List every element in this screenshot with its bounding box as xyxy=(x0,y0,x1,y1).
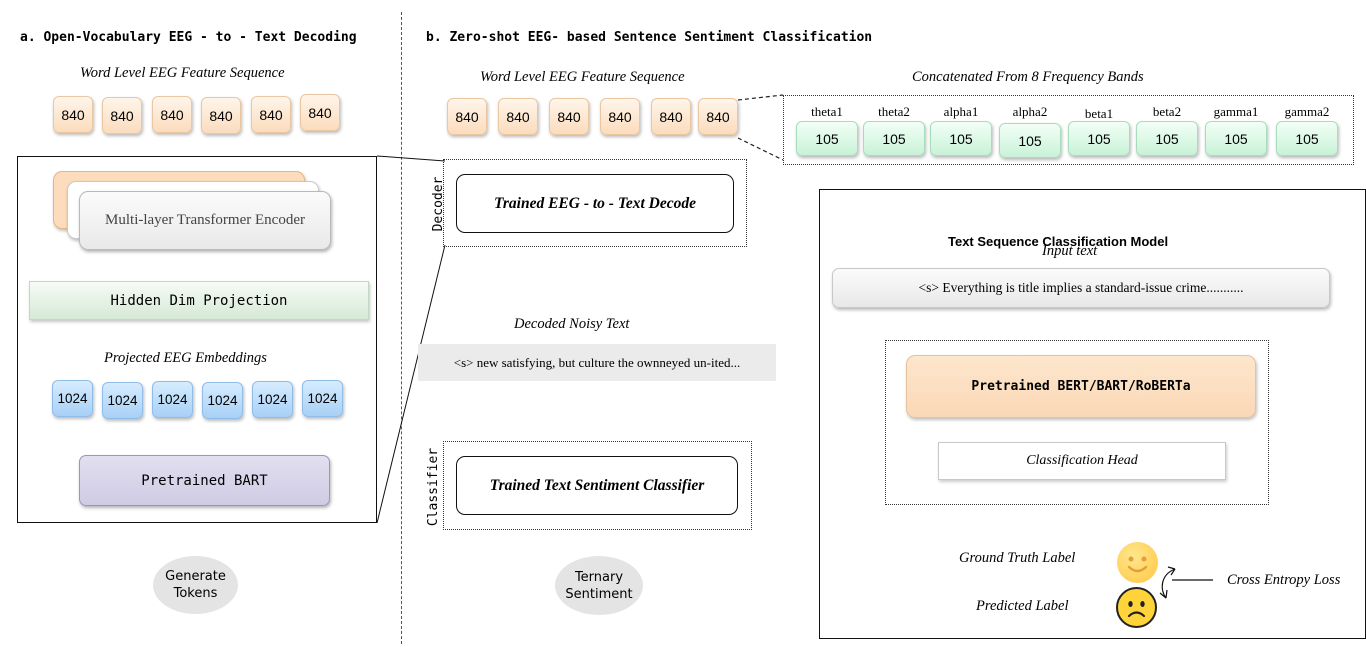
pretrained-bart-box: Pretrained BART xyxy=(79,455,330,506)
frequency-bands-box xyxy=(783,95,1354,165)
embedding-chip: 1024 xyxy=(102,382,143,419)
ternary-sentiment-ellipse: Ternary Sentiment xyxy=(555,556,643,615)
word-level-label-b: Word Level EEG Feature Sequence xyxy=(480,69,685,85)
inner-model-box xyxy=(885,340,1269,505)
word-chip: 840 xyxy=(201,97,241,134)
band-label: alpha2 xyxy=(1012,104,1048,119)
frequency-bands-row: theta1 theta2 alpha1 alpha2 beta1 beta2 … xyxy=(796,98,1351,160)
band-chip: 105 xyxy=(863,121,925,156)
band-chip: 105 xyxy=(1205,121,1267,156)
classification-head-box: Classification Head xyxy=(938,442,1226,480)
trained-decoder-box: Trained EEG - to - Text Decode xyxy=(456,174,734,233)
embedding-chip: 1024 xyxy=(252,381,293,418)
band-label: alpha1 xyxy=(943,104,979,119)
word-level-label-a: Word Level EEG Feature Sequence xyxy=(80,65,285,81)
happy-face-svg xyxy=(1127,556,1148,573)
ground-truth-label: Ground Truth Label xyxy=(959,550,1076,566)
section-divider xyxy=(401,12,402,644)
word-chip: 840 xyxy=(300,94,340,131)
decoded-text: <s> new satisfying, but culture the ownn… xyxy=(453,354,741,370)
ternary-sentiment-label: Ternary Sentiment xyxy=(565,569,633,602)
decoder-group xyxy=(443,159,747,247)
panel-title: Text Sequence Classification Model xyxy=(948,234,1169,249)
word-chip: 840 xyxy=(498,98,538,135)
band-chip: 105 xyxy=(999,123,1061,158)
section-b-title: b. Zero-shot EEG- based Sentence Sentime… xyxy=(426,30,873,45)
predicted-label: Predicted Label xyxy=(976,598,1069,614)
band-chip: 105 xyxy=(796,121,858,156)
embedding-chip: 1024 xyxy=(202,382,243,419)
frequency-bands-title: Concatenated From 8 Frequency Bands xyxy=(912,69,1144,85)
decoder-side-label: Decoder xyxy=(429,174,447,234)
projected-embeddings-label: Projected EEG Embeddings xyxy=(104,350,267,366)
pretrained-bart-label: Pretrained BART xyxy=(141,472,268,489)
sad-face-icon: ☹ xyxy=(1116,587,1157,628)
band-label: theta1 xyxy=(811,104,843,119)
word-chip: 840 xyxy=(447,98,487,135)
decoder-side-text: Decoder xyxy=(430,176,446,232)
classifier-side-label: Classifier xyxy=(424,447,442,527)
trained-decoder-label: Trained EEG - to - Text Decode xyxy=(493,194,697,212)
hidden-dim-projection-label: Hidden Dim Projection xyxy=(110,292,288,309)
generate-tokens-ellipse: Generate Tokens xyxy=(153,556,238,614)
word-chip: 840 xyxy=(251,96,291,133)
word-chip: 840 xyxy=(102,97,142,134)
band-chip: 105 xyxy=(1136,121,1198,156)
decoded-text-box: <s> new satisfying, but culture the ownn… xyxy=(418,344,776,381)
band-label: beta1 xyxy=(1084,106,1114,121)
sad-face-svg xyxy=(1127,601,1146,618)
embedding-chip: 1024 xyxy=(52,380,93,417)
input-text-value: <s> Everything is title implies a standa… xyxy=(918,280,1244,295)
band-label: theta2 xyxy=(878,104,910,119)
word-chips-b: 840 840 840 840 840 840 xyxy=(447,98,747,138)
generate-tokens-label: Generate Tokens xyxy=(165,569,226,601)
transformer-encoder-label: Multi-layer Transformer Encoder xyxy=(105,212,305,228)
trained-classifier-box: Trained Text Sentiment Classifier xyxy=(456,456,738,515)
cross-entropy-label: Cross Entropy Loss xyxy=(1227,572,1341,588)
projected-chips: 1024 1024 1024 1024 1024 1024 xyxy=(52,380,352,420)
word-chip: 840 xyxy=(152,96,192,133)
classification-head-label: Classification Head xyxy=(1026,453,1138,468)
band-label: gamma1 xyxy=(1213,104,1259,119)
word-chip: 840 xyxy=(549,98,589,135)
word-chip: 840 xyxy=(651,98,691,135)
band-chip: 105 xyxy=(1276,121,1338,156)
classifier-side-text: Classifier xyxy=(425,447,441,527)
decoded-text-title: Decoded Noisy Text xyxy=(514,316,630,332)
word-chip: 840 xyxy=(53,96,93,133)
classifier-group xyxy=(443,441,752,530)
input-text-box: <s> Everything is title implies a standa… xyxy=(832,268,1330,308)
band-chip: 105 xyxy=(930,121,992,156)
hidden-dim-projection-box: Hidden Dim Projection xyxy=(29,281,369,320)
band-label: gamma2 xyxy=(1284,104,1330,119)
embedding-chip: 1024 xyxy=(152,381,193,418)
section-a-title: a. Open-Vocabulary EEG - to - Text Decod… xyxy=(20,30,357,45)
word-chips-a: 840 840 840 840 840 840 xyxy=(53,94,353,136)
model-box-a xyxy=(17,156,377,523)
pretrained-lm-label: Pretrained BERT/BART/RoBERTa xyxy=(971,379,1191,394)
input-text-label: Input text xyxy=(1042,243,1098,259)
transformer-encoder-box: Multi-layer Transformer Encoder xyxy=(79,191,331,250)
band-chip: 105 xyxy=(1068,121,1130,156)
band-label: beta2 xyxy=(1152,104,1182,119)
happy-face-icon: ☺ xyxy=(1117,542,1158,583)
trained-classifier-label: Trained Text Sentiment Classifier xyxy=(489,476,705,494)
pretrained-lm-box: Pretrained BERT/BART/RoBERTa xyxy=(906,355,1256,418)
embedding-chip: 1024 xyxy=(302,380,343,417)
word-chip: 840 xyxy=(600,98,640,135)
word-chip: 840 xyxy=(698,98,738,135)
